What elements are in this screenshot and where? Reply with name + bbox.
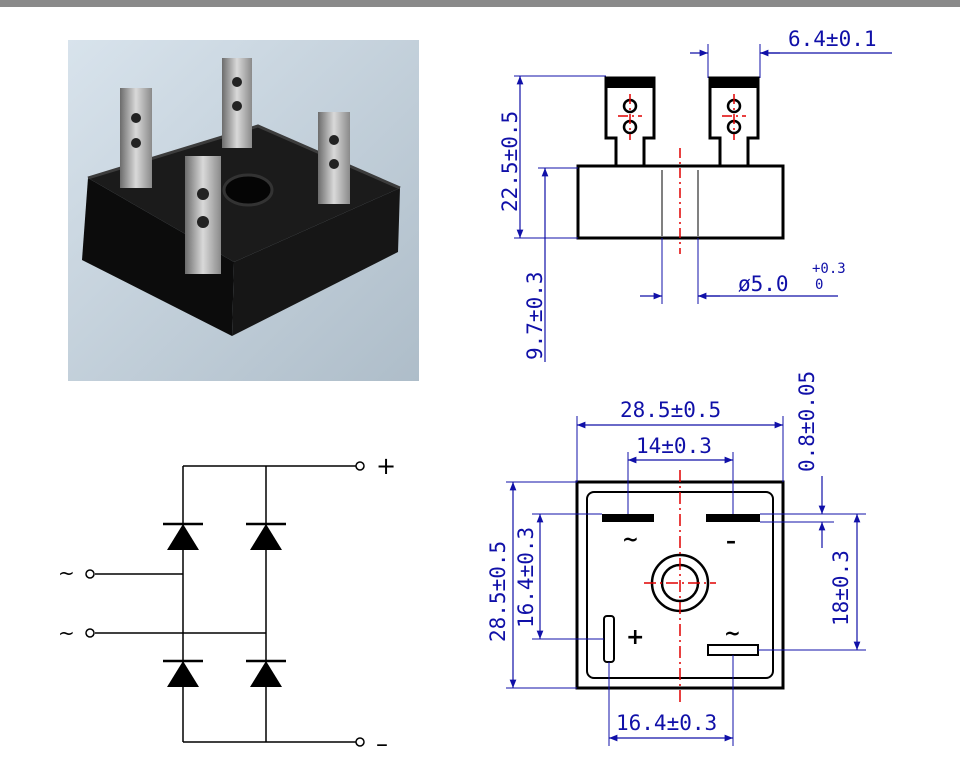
dim-lead-length: 9.7±0.3: [523, 271, 547, 360]
terminal-slot-ac1: [602, 514, 654, 522]
terminal-slot-ac2: [707, 644, 759, 656]
dim-terminal-offset: 18±0.3: [829, 550, 853, 626]
dim-height: 22.5±0.5: [498, 111, 522, 212]
photo-pin-front: [185, 156, 221, 274]
dim-bottom-pitch: 16.4±0.3: [616, 711, 717, 735]
diode-1: [167, 524, 199, 550]
mark-minus: –: [726, 529, 736, 553]
dim-hole-diameter: ø5.0: [738, 272, 789, 296]
side-view-drawing: 6.4±0.1 22.5±0.5 9.7±0.3 ø5.0 +0.3 0: [498, 27, 892, 362]
dim-body-height: 28.5±0.5: [486, 541, 510, 642]
photo-pin-top: [222, 58, 252, 148]
dim-hole-tol-upper: +0.3: [812, 261, 846, 277]
dim-terminal-thickness: 0.8±0.05: [795, 371, 819, 472]
terminal-slot-minus: [706, 514, 760, 522]
top-bar: [0, 0, 960, 7]
mark-plus: +: [626, 625, 644, 650]
bridge-circuit-schematic: + – ~ ~: [58, 452, 396, 758]
mark-ac2: ~: [724, 621, 741, 645]
top-view-drawing: ~ – + ~: [486, 371, 866, 746]
circuit-ac-label-2: ~: [58, 621, 75, 645]
dim-inner-pitch: 14±0.3: [636, 434, 712, 458]
diode-2: [250, 524, 282, 550]
dim-terminal-pitch: 6.4±0.1: [788, 27, 877, 51]
photo-pin-right: [318, 112, 350, 204]
circuit-minus-label: –: [376, 730, 388, 758]
dim-hole-tol-lower: 0: [815, 277, 823, 293]
diode-4: [250, 661, 282, 687]
terminal-slot-plus: [603, 615, 615, 663]
dim-vertical-pitch: 16.4±0.3: [514, 527, 538, 628]
dim-body-width: 28.5±0.5: [620, 398, 721, 422]
circuit-plus-label: +: [376, 452, 396, 480]
photo-pin-left: [120, 88, 152, 188]
mark-ac1: ~: [622, 527, 639, 551]
component-photo: [68, 40, 419, 381]
circuit-ac-label-1: ~: [58, 561, 75, 585]
diode-3: [167, 661, 199, 687]
